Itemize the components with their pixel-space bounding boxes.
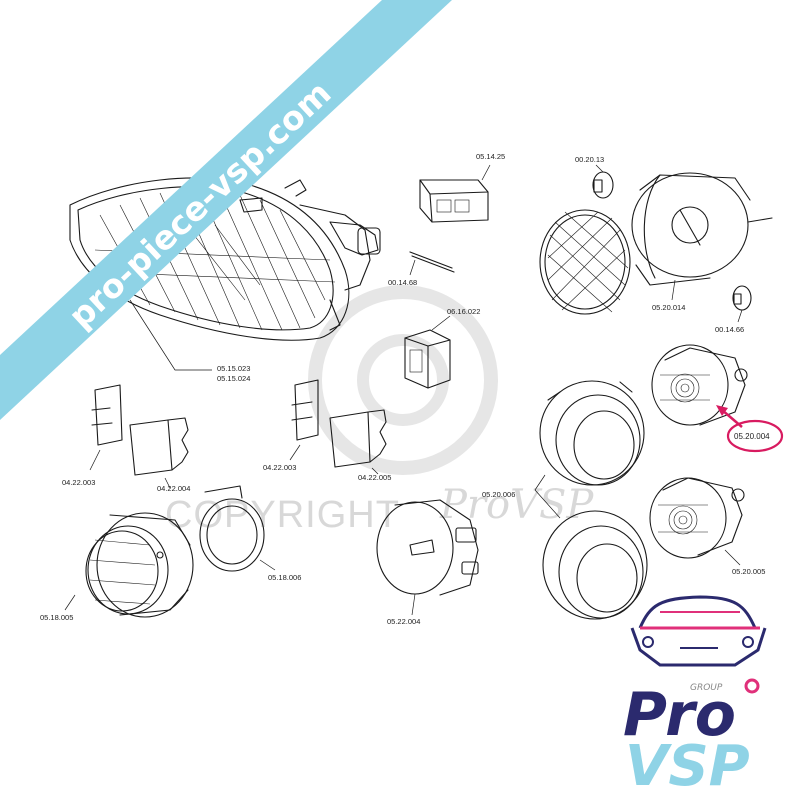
bulb-00-14-66: 00.14.66 <box>715 285 752 334</box>
logo-vsp-text: VSP <box>625 734 750 799</box>
mounting-brackets: 04.22.003 04.22.004 04.22.003 04.22.005 <box>62 379 391 493</box>
bulb-00-20-13: 00.20.13 <box>575 155 614 199</box>
indicator-lamp-05-20-005: 05.20.005 <box>649 477 765 576</box>
indicator-lens-housing: 05.20.014 <box>539 172 773 315</box>
switch-block: 05.14.25 <box>419 152 505 223</box>
part-label-05-18-005: 05.18.005 <box>40 613 73 622</box>
part-label-05-20-005: 05.20.005 <box>732 567 765 576</box>
part-label-04-22-005: 04.22.005 <box>358 473 391 482</box>
part-label-00-14-68: 00.14.68 <box>388 278 417 287</box>
part-label-04-22-003-left: 04.22.003 <box>62 478 95 487</box>
part-label-06-16-022: 06.16.022 <box>447 307 480 316</box>
highlight-ellipse <box>726 419 784 453</box>
part-label-04-22-003-right: 04.22.003 <box>263 463 296 472</box>
provsp-logo: GROUP Pro VSP <box>623 595 767 799</box>
logo-group-text: GROUP <box>690 683 723 693</box>
site-banner: pro-piece-vsp.com <box>0 0 452 420</box>
part-label-05-15-024: 05.15.024 <box>217 374 250 383</box>
logo-pro-text: Pro <box>623 680 736 750</box>
connector-part: 06.16.022 <box>404 307 480 389</box>
pin-part: 00.14.68 <box>388 251 455 287</box>
part-label-04-22-004: 04.22.004 <box>157 484 190 493</box>
highlight-arrowhead-icon <box>716 405 728 416</box>
logo-dot-icon <box>744 678 760 694</box>
highlight-part-label: 05.20.004 <box>734 432 770 441</box>
logo-car-roof <box>638 595 757 629</box>
part-label-00-14-66: 00.14.66 <box>715 325 744 334</box>
copyright-circle-watermark <box>308 285 498 475</box>
part-label-05-20-014: 05.20.014 <box>652 303 685 312</box>
part-label-00-20-13: 00.20.13 <box>575 155 604 164</box>
highlight-callout: 05.20.004 <box>716 405 784 453</box>
banner-site-text: pro-piece-vsp.com <box>61 73 339 336</box>
part-label-05-20-006: 05.20.006 <box>482 490 515 499</box>
part-label-05-22-004: 05.22.004 <box>387 617 420 626</box>
banner-band <box>0 0 452 420</box>
part-label-05-14-25: 05.14.25 <box>476 152 505 161</box>
part-label-05-18-006: 05.18.006 <box>268 573 301 582</box>
fog-lamp-ring: 05.18.006 <box>199 485 301 582</box>
indicator-lamp-05-20-004 <box>651 344 748 426</box>
watermark-script-text: ProVSP <box>439 482 594 528</box>
fog-lamp: 05.18.005 <box>40 512 194 622</box>
indicator-rings: 05.20.006 <box>482 380 648 620</box>
center-lamp-housing: 05.22.004 <box>376 499 479 626</box>
part-label-05-15-023: 05.15.023 <box>217 364 250 373</box>
watermark-copyright-text: COPYRIGHT <box>165 494 400 536</box>
watermark: COPYRIGHT ProVSP <box>165 285 594 536</box>
